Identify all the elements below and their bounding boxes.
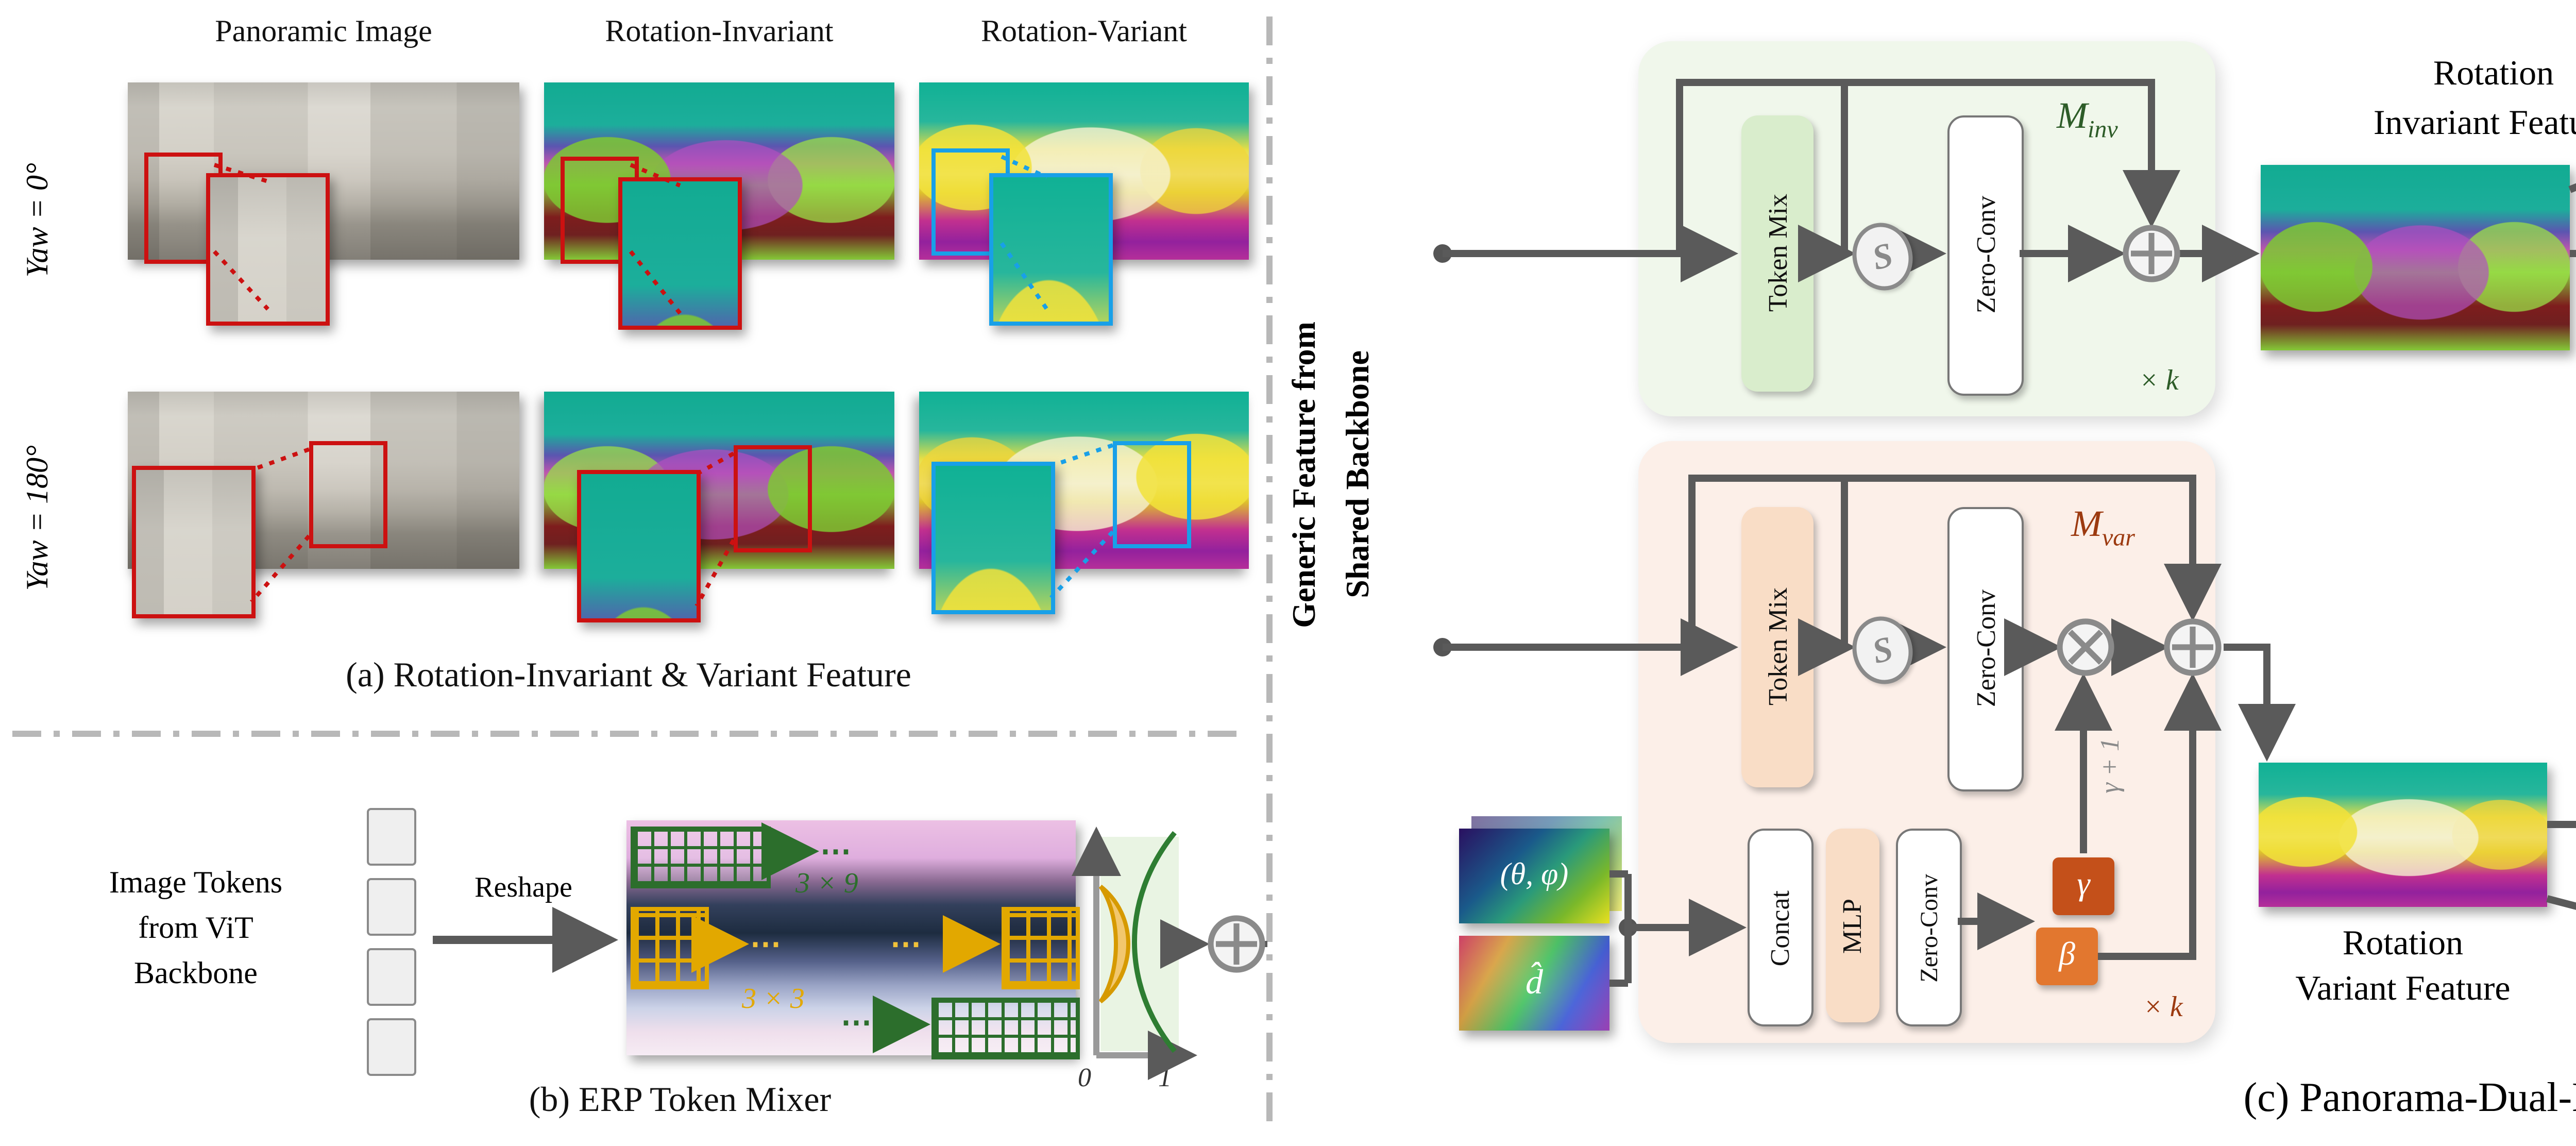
zero-conv-pill-var2: Zero-Conv	[1896, 829, 1962, 1026]
zoom-inset	[931, 462, 1055, 614]
row-label-yaw-0: Yaw = 0°	[22, 163, 55, 278]
dots-green: ⋯	[841, 1008, 872, 1041]
zero-conv-pill-var: Zero-Conv	[1947, 507, 2024, 791]
gamma-plus-one-label: γ + 1	[2094, 737, 2125, 793]
dots-yellow: ⋯	[750, 930, 781, 963]
caption-panel-c: (c) Panorama-Dual-BridgeNet	[2243, 1076, 2576, 1121]
dots-yellow: ⋯	[890, 930, 921, 963]
column-header-rotation-variant: Rotation-Variant	[981, 16, 1187, 49]
zoom-inset	[618, 177, 742, 330]
column-header-panoramic: Panoramic Image	[215, 16, 432, 49]
rot-inv-label-1: Rotation	[2433, 54, 2554, 93]
theta-phi-image: (θ, φ)	[1459, 829, 1609, 923]
vit-tokens-label: Image Tokens from ViT Backbone	[109, 868, 283, 991]
beta-box: β	[2036, 928, 2098, 985]
label-3x3: 3 × 3	[742, 985, 805, 1016]
reshape-label: Reshape	[474, 874, 572, 905]
token-mix-pill-var: Token Mix	[1741, 507, 1814, 787]
zoom-inset	[132, 466, 256, 618]
image-token	[367, 878, 416, 936]
backbone-label-line2: Shared Backbone	[1342, 350, 1377, 598]
gamma-box: γ	[2053, 857, 2114, 915]
backbone-label-line1: Generic Feature from	[1288, 321, 1323, 628]
token-window-3x3-right	[1002, 907, 1080, 989]
axis-label-0: 0	[1078, 1061, 1091, 1092]
token-window-3x9-bottom	[931, 998, 1080, 1059]
m-inv-block	[1638, 41, 2215, 416]
m-var-label: Mvar	[2071, 503, 2135, 552]
token-window-3x9	[631, 827, 771, 888]
rotation-variant-feature-image	[2259, 763, 2547, 907]
highlight-box	[734, 445, 812, 552]
rot-var-label-2: Variant Feature	[2295, 969, 2511, 1008]
image-token	[367, 1018, 416, 1076]
token-mix-pill-inv: Token Mix	[1741, 115, 1814, 392]
row-label-yaw-180: Yaw = 180°	[22, 444, 55, 591]
m-var-repeat: × k	[2143, 993, 2183, 1024]
mlp-pill: MLP	[1826, 829, 1879, 1022]
zero-conv-pill-inv: Zero-Conv	[1947, 115, 2024, 396]
concat-pill: Concat	[1748, 829, 1814, 1026]
m-inv-label: Minv	[2057, 95, 2118, 144]
highlight-box	[309, 441, 387, 548]
zoom-inset	[206, 173, 330, 326]
add-icon	[1208, 915, 1265, 973]
zoom-inset	[577, 470, 701, 622]
image-token	[367, 948, 416, 1006]
zoom-inset	[989, 173, 1113, 326]
token-window-3x3-left	[631, 907, 709, 989]
m-inv-repeat: × k	[2139, 367, 2179, 398]
rotation-invariant-feature-image	[2261, 165, 2570, 350]
caption-panel-b: (b) ERP Token Mixer	[529, 1080, 832, 1119]
caption-panel-a: (a) Rotation-Invariant & Variant Feature	[346, 655, 911, 695]
dots-green: ⋯	[820, 837, 851, 870]
label-3x9: 3 × 9	[795, 870, 858, 901]
direction-image: d̂	[1459, 936, 1609, 1031]
rot-var-label-1: Rotation	[2342, 923, 2464, 963]
highlight-box	[1113, 441, 1191, 548]
rot-inv-label-2: Invariant Feature	[2373, 103, 2576, 142]
column-header-rotation-invariant: Rotation-Invariant	[605, 16, 834, 49]
image-token	[367, 808, 416, 866]
axis-label-1: 1	[1158, 1061, 1172, 1092]
